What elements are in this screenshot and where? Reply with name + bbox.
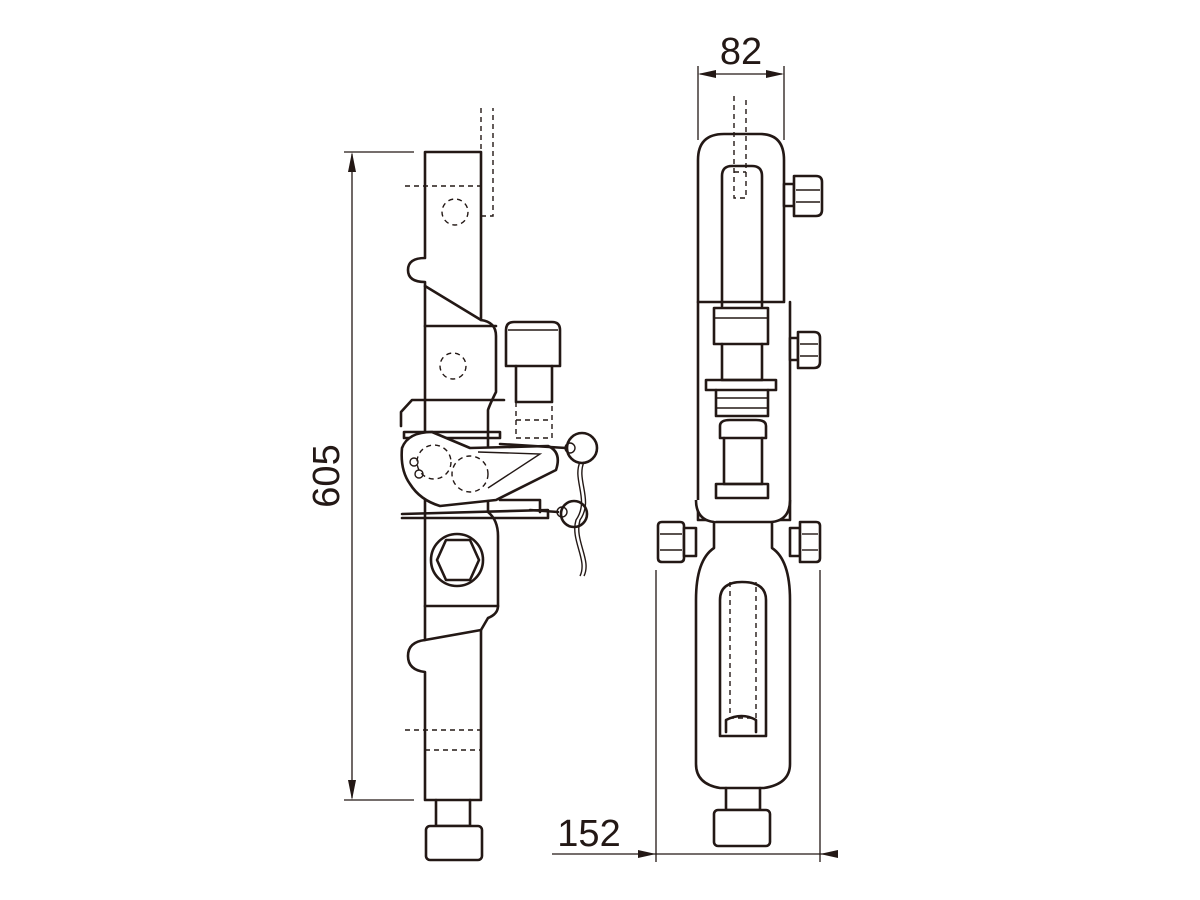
side-hex-nut: [429, 532, 485, 588]
center-body: [696, 300, 792, 522]
middle-pin-hole: [439, 352, 467, 380]
top-width-label: 82: [720, 31, 762, 73]
body-section-lines: [405, 284, 500, 751]
safety-chain: [574, 461, 587, 577]
safety-pin-upper: [498, 431, 599, 465]
side-bolt: [504, 320, 562, 439]
front-view: [656, 96, 824, 848]
bottom-width-label: 152: [557, 813, 620, 855]
lower-left-bolt: [656, 520, 698, 564]
dimension-top-width: 82: [697, 31, 785, 140]
height-label: 605: [306, 444, 348, 507]
middle-right-bolt: [788, 330, 822, 370]
upper-pin-hole: [441, 198, 469, 226]
side-view: [399, 108, 599, 862]
safety-pin-lower: [528, 499, 589, 529]
lower-clevis: [694, 499, 792, 790]
upper-right-bolt: [782, 174, 824, 218]
front-bottom-cap: [712, 786, 772, 848]
lower-right-bolt: [788, 520, 822, 564]
dimension-height: 605: [306, 151, 414, 801]
side-bottom-cap: [424, 798, 484, 862]
dimension-bottom-width: 152: [552, 570, 838, 862]
latch-lever: [399, 398, 560, 520]
upper-clevis: [696, 96, 786, 308]
